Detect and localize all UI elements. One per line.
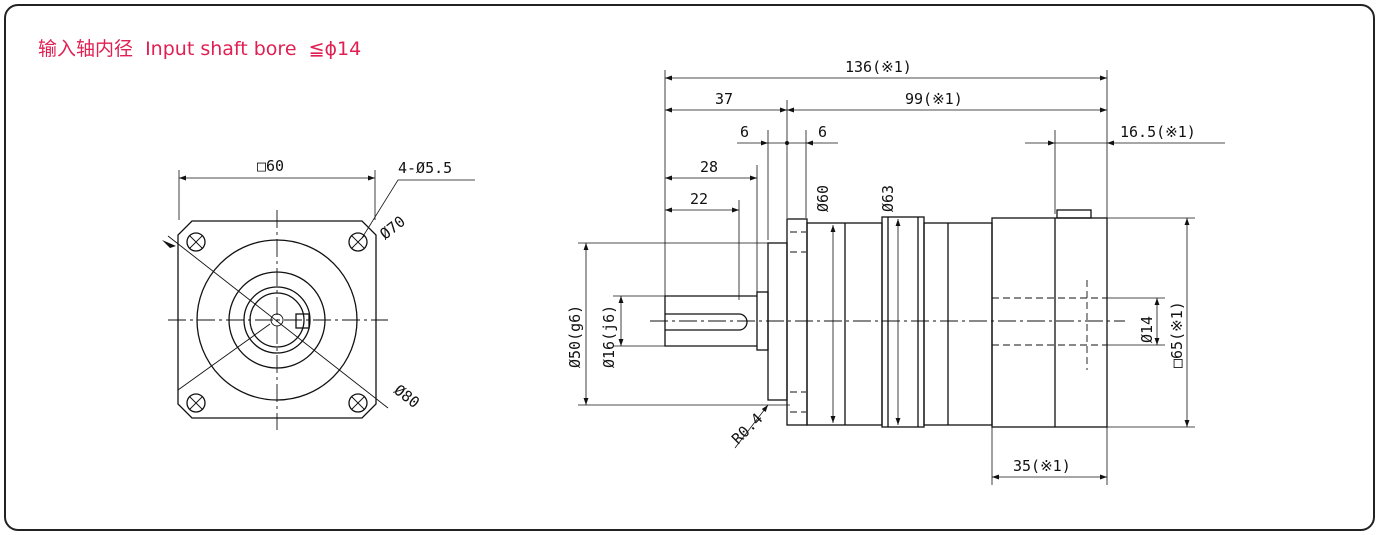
fillet-leader: [734, 404, 769, 449]
flange-plate: [786, 218, 808, 426]
input-offset-label: 16.5(※1): [1120, 123, 1196, 141]
holes-leader: [361, 179, 475, 239]
front-diagonal-pcd: [167, 235, 389, 409]
spigot: [767, 242, 788, 401]
gear-body-rear: [923, 222, 993, 426]
outer-80-label: Ø80: [391, 381, 423, 412]
body-section-label: 99(※1): [905, 90, 963, 108]
fillet-label: R0.4: [728, 410, 766, 448]
shaft-16-label: Ø16(j6): [600, 305, 618, 368]
bore-14-label: Ø14: [1138, 316, 1156, 343]
shaft-22-label: 22: [690, 190, 708, 208]
housing-65-label: □65(※1): [1168, 301, 1186, 368]
front-view: □60 4-Ø5.5 Ø70 Ø80: [162, 157, 475, 430]
overall-length-label: 136(※1): [845, 58, 912, 76]
input-shaft-bore-title: 输入轴内径 Input shaft bore ≦ϕ14: [38, 38, 362, 60]
front-flange-outline: [177, 220, 377, 419]
shaft-keyway: [665, 313, 748, 331]
side-view: 136(※1) 37 99(※1) 6 6 16.5(※1) 28 22: [566, 58, 1225, 485]
front-diagonal-left: [177, 323, 271, 391]
input-adapter: [991, 217, 1108, 428]
ring-63-label: Ø63: [879, 185, 897, 212]
input-length-label: 35(※1): [1013, 457, 1071, 475]
holes-label: 4-Ø5.5: [398, 159, 452, 177]
flange-right-label: 6: [818, 123, 827, 141]
spigot-50-label: Ø50(g6): [566, 305, 584, 368]
flange-left-label: 6: [740, 123, 749, 141]
adapter-clamp: [1056, 209, 1092, 219]
front-key: [295, 313, 310, 329]
drawing-frame: [4, 4, 1375, 531]
pcd-70-label: Ø70: [376, 212, 408, 243]
pilot-60-label: Ø60: [814, 185, 832, 212]
shaft-section-label: 37: [715, 90, 733, 108]
square-60-label: □60: [257, 157, 284, 175]
shaft-28-label: 28: [700, 158, 718, 176]
